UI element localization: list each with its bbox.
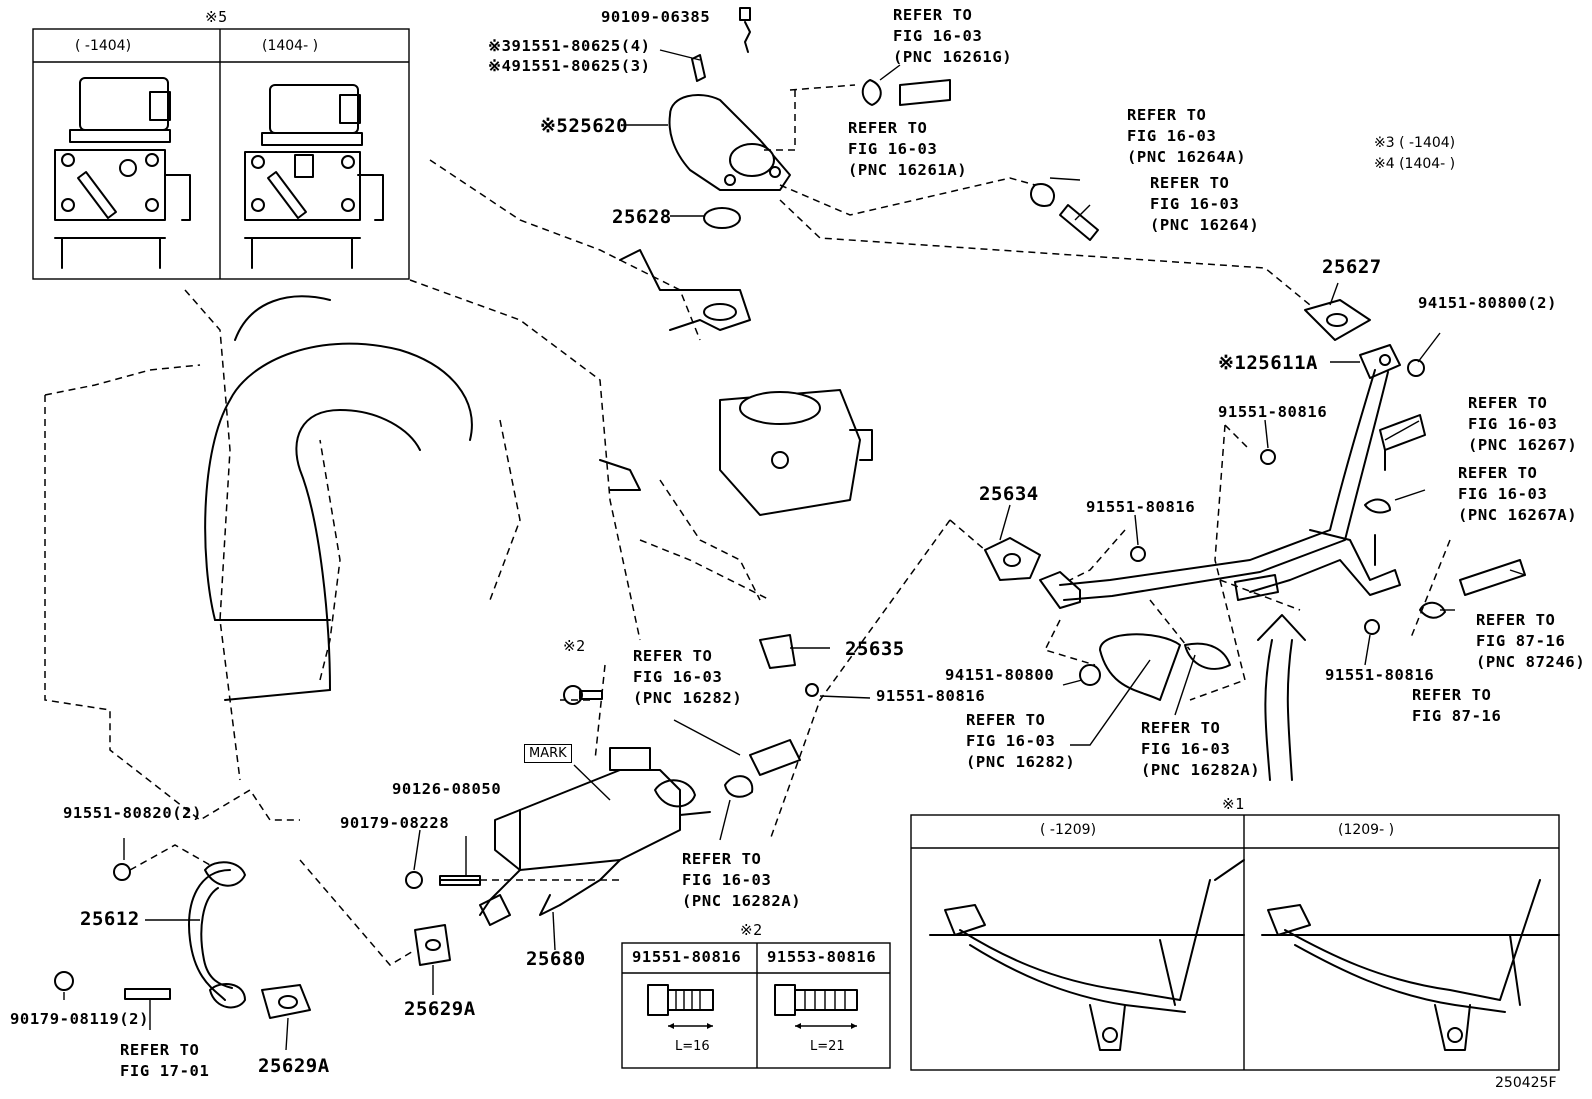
refer-fig-87-16: REFER TO FIG 87-16 <box>1412 686 1502 725</box>
part-91551-80816-c: 91551-80816 <box>1325 666 1435 684</box>
figure-code: 250425F <box>1495 1075 1557 1091</box>
part-90109-06385: 90109-06385 <box>601 8 711 26</box>
refer-fig-17-01: REFER TO FIG 17-01 <box>120 1041 210 1080</box>
inset-1-left-range: ( -1209) <box>1040 822 1097 838</box>
throttle-body <box>599 249 873 516</box>
egr-valve-25620 <box>668 7 791 229</box>
guide-lines <box>560 424 1451 761</box>
inset-1-right-range: (1209- ) <box>1338 822 1395 838</box>
refer-pnc-16261a: REFER TO FIG 16-03 (PNC 16261A) <box>848 119 968 179</box>
part-91551-80816-d: 91551-80816 <box>876 687 986 705</box>
refer-pnc-16282-top: REFER TO FIG 16-03 (PNC 16282) <box>633 647 743 707</box>
part-25634: 25634 <box>979 483 1039 505</box>
refer-pnc-16261g: REFER TO FIG 16-03 (PNC 16261G) <box>893 6 1013 66</box>
arrow-up <box>1257 614 1306 781</box>
inset-1-title: ※1 <box>1222 795 1245 813</box>
refer-pnc-16282-mid: REFER TO FIG 16-03 (PNC 16282) <box>966 711 1076 771</box>
part-25612: 25612 <box>80 908 140 930</box>
part-90179-08119-2: 90179-08119(2) <box>10 1010 150 1028</box>
inset-2-length-a: L=16 <box>675 1039 710 1054</box>
part-94151-80800-2: 94151-80800(2) <box>1418 294 1558 312</box>
part-25680: 25680 <box>526 948 586 970</box>
inset-2-title: ※2 <box>740 921 763 939</box>
part-94151-80800: 94151-80800 <box>945 666 1055 684</box>
large-pipes <box>204 295 473 701</box>
egr-pipe-25611A <box>1039 299 1526 635</box>
inset-5-title: ※5 <box>205 8 228 26</box>
part-90179-08228: 90179-08228 <box>340 814 450 832</box>
refer-pnc-16267a: REFER TO FIG 16-03 (PNC 16267A) <box>1458 464 1578 524</box>
note-3: ※3 ( -1404) <box>1374 135 1456 151</box>
part-25620: ※525620 <box>540 115 629 137</box>
refer-pnc-16264: REFER TO FIG 16-03 (PNC 16264) <box>1150 174 1260 234</box>
part-91551-80816-b: 91551-80816 <box>1086 498 1196 516</box>
inset-5-left-range: ( -1404) <box>75 38 132 54</box>
part-25627: 25627 <box>1322 256 1382 278</box>
inset-2-length-b: L=21 <box>810 1039 845 1054</box>
part-91551-80820-2: 91551-80820(2) <box>63 804 203 822</box>
part-90126-08050: 90126-08050 <box>392 780 502 798</box>
refer-pnc-16264a: REFER TO FIG 16-03 (PNC 16264A) <box>1127 106 1247 166</box>
note-4: ※4 (1404- ) <box>1374 156 1456 172</box>
inset-1-box <box>910 814 1560 1071</box>
part-25629a-a: 25629A <box>404 998 476 1020</box>
inset-5-box <box>32 28 410 280</box>
part-25629a-b: 25629A <box>258 1055 330 1077</box>
gasket-25634 <box>769 519 1041 841</box>
part-25611a: ※125611A <box>1218 352 1318 374</box>
inset-2-part-b: 91553-80816 <box>767 948 877 966</box>
inset-5-right-range: (1404- ) <box>262 38 319 54</box>
pipe-25612 <box>54 685 603 1019</box>
leader-lines <box>63 49 1526 1051</box>
refer-pnc-87246: REFER TO FIG 87-16 (PNC 87246) <box>1476 611 1586 671</box>
mark-label: MARK <box>524 744 572 763</box>
hoses-top <box>760 79 1311 306</box>
egr-cooler-25680 <box>405 747 754 926</box>
inset-2-part-a: 91551-80816 <box>632 948 742 966</box>
note-2-marker: ※2 <box>563 637 586 655</box>
refer-pnc-16282a-right: REFER TO FIG 16-03 (PNC 16282A) <box>1141 719 1261 779</box>
part-91551-80625-note3: ※391551-80625(4) <box>488 37 651 55</box>
part-91551-80625-note4: ※491551-80625(3) <box>488 57 651 75</box>
refer-pnc-16282a-low: REFER TO FIG 16-03 (PNC 16282A) <box>682 850 802 910</box>
part-25628: 25628 <box>612 206 672 228</box>
hoses-mid <box>749 633 1231 776</box>
refer-pnc-16267: REFER TO FIG 16-03 (PNC 16267) <box>1468 394 1578 454</box>
inset-2-box <box>621 942 891 1069</box>
part-25635: 25635 <box>845 638 905 660</box>
part-91551-80816-a: 91551-80816 <box>1218 403 1328 421</box>
engine-outline <box>44 159 761 821</box>
